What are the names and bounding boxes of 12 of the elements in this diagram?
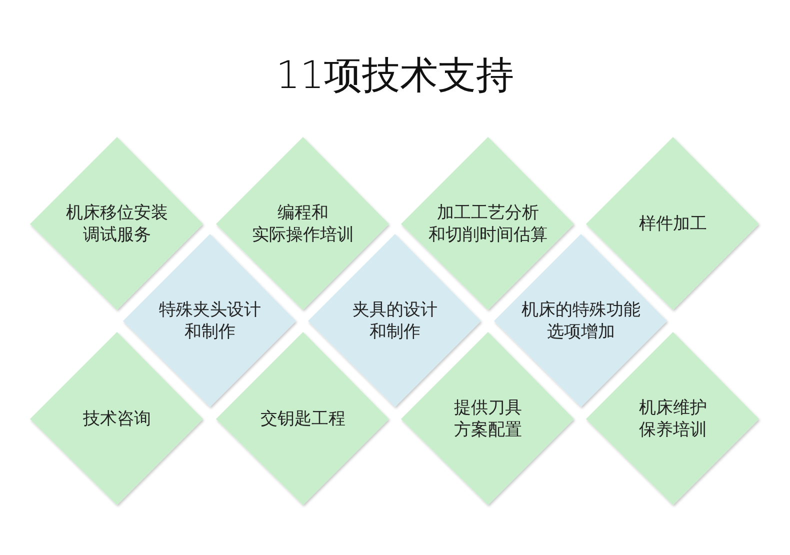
tile-label: 加工工艺分析和切削时间估算 (428, 202, 548, 246)
tile-label: 样件加工 (639, 213, 707, 235)
tile-label: 夹具的设计和制作 (352, 299, 438, 343)
tile-label: 特殊夹头设计和制作 (159, 299, 261, 343)
tile-label: 机床的特殊功能选项增加 (522, 299, 640, 343)
title: 11项技术支持 (276, 52, 514, 98)
tile-label: 机床移位安装调试服务 (66, 202, 168, 246)
tile-label: 提供刀具方案配置 (454, 397, 522, 441)
tile-label: 交钥匙工程 (260, 408, 346, 430)
tile-label: 编程和实际操作培训 (252, 202, 354, 246)
tile-label: 技术咨询 (83, 408, 151, 430)
tile-label: 机床维护保养培训 (639, 397, 707, 441)
